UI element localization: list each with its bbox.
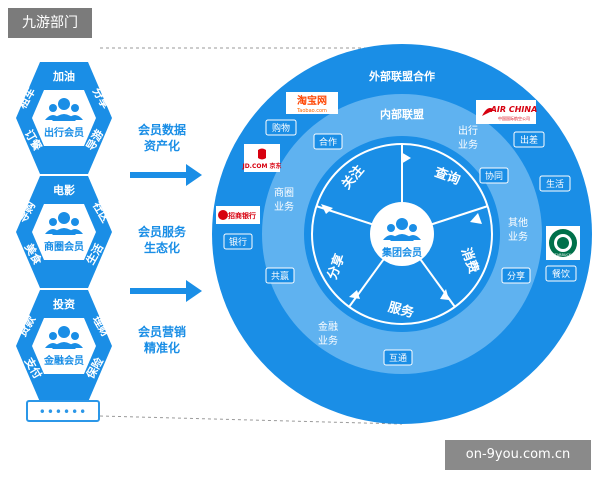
tag-dining: 餐饮	[545, 265, 577, 282]
business-commerce-line1: 商圈	[274, 186, 294, 199]
more-options-box[interactable]: ••••••	[26, 400, 100, 422]
tag-winwin: 共赢	[265, 267, 295, 284]
tag-synergy: 协同	[479, 167, 509, 184]
member-ecosystem-circle: 外部联盟合作 内部联盟 关注 查询 消费 服务 分享 集团会员 出行 业务 其他…	[212, 44, 592, 424]
arrow-caption-line1: 会员数据	[138, 122, 186, 137]
hexagon-name: 金融会员	[43, 354, 84, 367]
business-finance-line2: 业务	[318, 334, 338, 347]
svg-text:购物: 购物	[272, 122, 290, 134]
svg-text:淘宝网: 淘宝网	[297, 94, 327, 107]
svg-text:银行: 银行	[229, 236, 247, 248]
tag-business-trip: 出差	[513, 131, 545, 148]
business-finance-line1: 金融	[318, 320, 338, 333]
air-china-logo: AIR CHINA 中国国际航空公司	[476, 100, 537, 124]
business-travel-line1: 出行	[458, 124, 478, 137]
outer-alliance-title: 外部联盟合作	[368, 69, 435, 83]
hexagon-name: 出行会员	[44, 126, 84, 139]
right-arrow-icon	[130, 280, 202, 302]
svg-text:JD.COM 京东: JD.COM 京东	[241, 162, 281, 170]
svg-text:互通: 互通	[389, 353, 407, 364]
svg-text:协同: 协同	[485, 170, 503, 182]
dashed-connector-bottom	[99, 415, 403, 425]
svg-text:STARBUCKS: STARBUCKS	[553, 253, 575, 257]
tag-shopping: 购物	[265, 119, 297, 136]
arrow-block-2: 会员服务 生态化	[130, 224, 202, 302]
hexagon-finance: 金融会员 投资 贷款 理财 支付 保险	[15, 290, 113, 402]
business-commerce-line2: 业务	[274, 200, 294, 213]
arrow-block-1: 会员数据 资产化	[130, 122, 202, 186]
business-other-line1: 其他	[508, 216, 528, 229]
tag-cooperate: 合作	[313, 133, 343, 150]
arrow-caption-line2: 精准化	[144, 340, 180, 355]
arrow-caption-line1: 会员服务	[138, 224, 187, 239]
business-other-line2: 业务	[508, 230, 528, 243]
cycle-arrow-icons	[321, 152, 482, 300]
hexagon-top-label: 投资	[53, 297, 75, 311]
member-group-icon	[45, 326, 83, 349]
svg-text:生活: 生活	[546, 178, 564, 190]
cmb-bank-logo: 招商银行	[216, 206, 260, 224]
jd-logo: JD.COM 京东	[241, 144, 282, 172]
hexagon-top-label: 加油	[52, 69, 75, 83]
sector-label-service: 服务	[386, 299, 416, 321]
starbucks-logo: STARBUCKS	[546, 226, 580, 260]
hexagon-commerce: 商圈会员 电影 导购 社区 美食 生活	[15, 176, 113, 288]
group-member-icon	[383, 218, 421, 241]
right-arrow-icon	[130, 164, 202, 186]
svg-text:出差: 出差	[520, 134, 538, 146]
svg-text:中国国际航空公司: 中国国际航空公司	[498, 115, 530, 121]
hexagon-travel: 出行会员 加油 租车 分享 订餐 导游	[15, 62, 113, 174]
member-group-icon	[45, 98, 83, 121]
tag-share: 分享	[501, 267, 531, 284]
tag-life: 生活	[539, 175, 571, 192]
tag-interconnect: 互通	[383, 349, 413, 366]
svg-text:共赢: 共赢	[271, 270, 289, 282]
svg-text:合作: 合作	[319, 136, 337, 148]
tag-bank: 银行	[223, 233, 253, 250]
arrow-caption-line2: 生态化	[144, 240, 180, 255]
taobao-logo: 淘宝网 Taobao.com	[286, 92, 338, 114]
arrow-caption-line2: 资产化	[144, 138, 180, 153]
svg-text:分享: 分享	[507, 270, 525, 282]
svg-text:AIR CHINA: AIR CHINA	[490, 105, 538, 114]
center-label: 集团会员	[381, 246, 422, 259]
svg-text:Taobao.com: Taobao.com	[296, 108, 327, 114]
business-travel-line2: 业务	[458, 138, 478, 151]
arrow-block-3: 会员营销 精准化	[138, 324, 186, 355]
svg-text:招商银行: 招商银行	[228, 211, 256, 220]
hexagon-top-label: 电影	[53, 183, 75, 197]
inner-alliance-title: 内部联盟	[380, 107, 424, 121]
hexagon-name: 商圈会员	[44, 240, 84, 253]
svg-text:餐饮: 餐饮	[552, 268, 570, 280]
department-tag: 九游部门	[8, 8, 92, 38]
arrow-caption-line1: 会员营销	[138, 324, 186, 339]
watermark: on-9you.com.cn	[445, 440, 591, 470]
member-group-icon	[45, 212, 83, 235]
